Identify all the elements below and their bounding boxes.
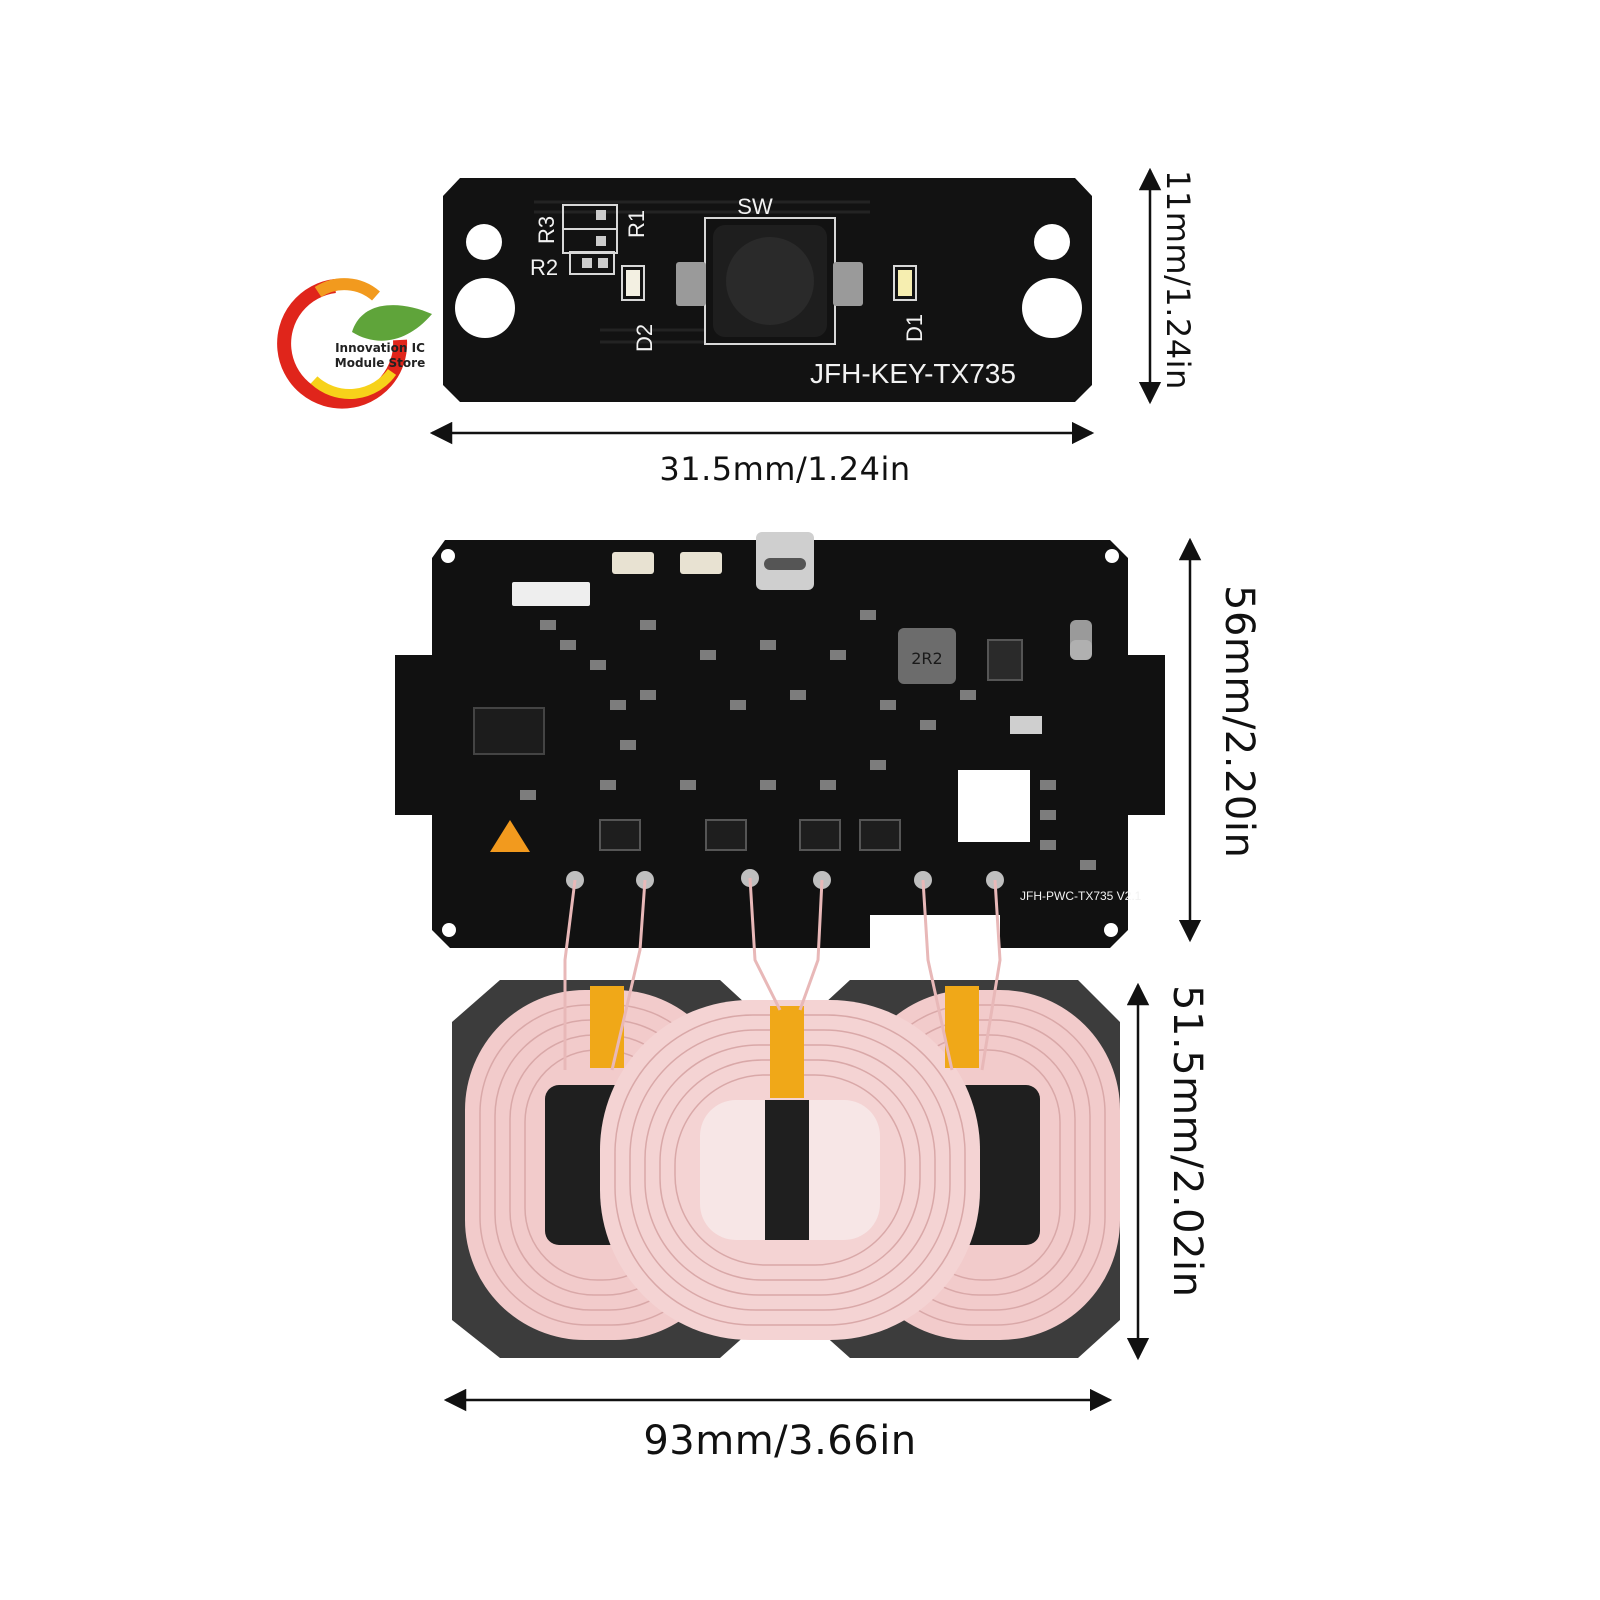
mounting-hole [455,278,515,338]
silk-r1: R1 [624,210,649,238]
shield-pad [958,770,1030,842]
switch-button-icon [726,237,814,325]
main-board-height-label: 56mm/2.20in [1216,585,1262,859]
led-d2 [626,270,640,296]
ic-chip [473,707,545,755]
main-board-model-label: JFH-PWC-TX735 V2.1 [1020,889,1142,903]
switch-pad [676,262,706,306]
silk-d1: D1 [902,314,927,342]
mosfet [987,639,1023,681]
switch-pad [833,262,863,306]
connector [612,552,654,574]
leaf-icon [352,305,432,341]
key-board-height-label: 11mm/1.24in [1159,170,1197,390]
coil-pad-width-label: 93mm/3.66in [643,1418,917,1464]
esd-warning-icon [490,820,530,852]
usb-c-icon [764,558,806,570]
silk-r3: R3 [534,216,559,244]
key-board-width-label: 31.5mm/1.24in [659,450,911,488]
main-board: 2R2 [395,532,1165,948]
logo-ring-orange [314,278,380,301]
logo-text-line2: Module Store [335,356,425,370]
silk-sw: SW [737,194,773,219]
logo-ring-yellow [310,368,397,399]
coil-pad [452,877,1120,1358]
led-d1 [898,270,912,296]
mounting-hole [466,224,502,260]
inductor [898,628,956,684]
key-board-model-label: JFH-KEY-TX735 [810,358,1016,389]
ffc-connector [512,582,590,606]
mounting-hole [1022,278,1082,338]
key-board: SW R3 R1 R2 D2 D1 JFH-KEY-TX735 [443,178,1092,402]
mounting-hole [1034,224,1070,260]
inductor-label: 2R2 [911,649,942,668]
coil-tape [770,1006,804,1098]
connector [680,552,722,574]
brand-logo: Innovation IC Module Store [277,278,432,409]
silk-r2: R2 [530,255,558,280]
coil-tape [590,986,624,1068]
resistor-r2-footprint [569,251,615,275]
coil-pad-height-label: 51.5mm/2.02in [1164,985,1210,1298]
silk-d2: D2 [632,324,657,352]
logo-text-line1: Innovation IC [335,341,425,355]
coil-tape [945,986,979,1068]
main-board-pcb [395,540,1165,948]
crystal [1010,716,1042,734]
